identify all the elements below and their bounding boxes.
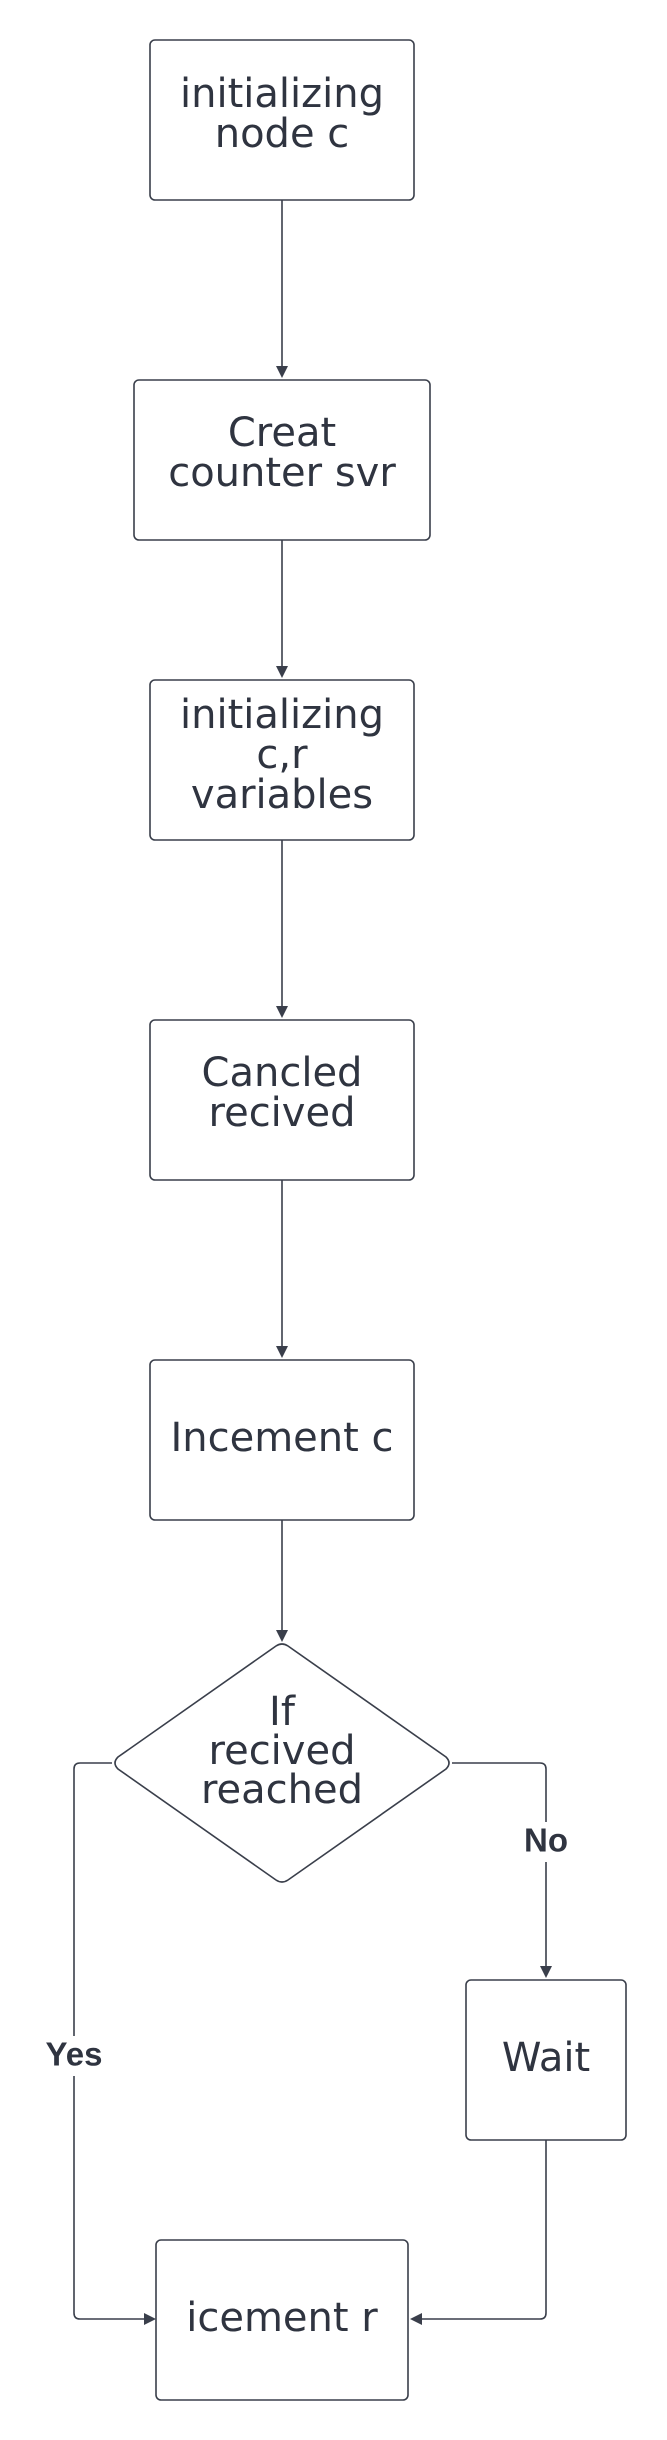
node-increment-c-line-1: Incement c — [170, 1415, 393, 1461]
arrowhead — [410, 2313, 422, 2325]
no-label-bg — [516, 1822, 576, 1862]
arrowhead — [276, 1630, 288, 1642]
node-create-server: Creat counter svr — [133, 379, 431, 541]
node-create-server-line-2: counter svr — [168, 450, 396, 496]
node-wait-line-1: Wait — [502, 2035, 590, 2081]
node-increment-c: Incement c — [149, 1359, 415, 1521]
node-create-server-line-1: Creat — [228, 410, 336, 456]
arrowhead — [540, 1966, 552, 1978]
node-decision: If recived reached — [114, 1643, 450, 1883]
node-increment-r: icement r — [155, 2239, 409, 2401]
node-decision-line-3: reached — [201, 1767, 363, 1813]
node-increment-c-box — [149, 1359, 415, 1521]
arrowhead — [276, 366, 288, 378]
node-cancel-received: Cancled recived — [149, 1019, 415, 1181]
arrowhead — [276, 1006, 288, 1018]
node-decision-line-1: If — [269, 1689, 296, 1735]
node-increment-r-line-1: icement r — [186, 2295, 378, 2341]
arrowhead — [276, 666, 288, 678]
node-increment-r-box — [155, 2239, 409, 2401]
node-cancel-received-box — [149, 1019, 415, 1181]
node-init-vars-line-2: c,r — [256, 732, 308, 778]
node-cancel-received-line-2: recived — [209, 1090, 356, 1136]
arrowhead — [276, 1346, 288, 1358]
no-label: No — [524, 1822, 568, 1859]
edge-wait-to-incrementr — [422, 2140, 547, 2320]
node-decision-line-2: recived — [209, 1728, 356, 1774]
node-init-line-2: node c — [215, 111, 350, 157]
node-init-vars-line-3: variables — [191, 772, 373, 818]
yes-label: Yes — [46, 2036, 103, 2073]
decision-diamond — [114, 1643, 450, 1883]
node-cancel-received-line-1: Cancled — [202, 1050, 363, 1096]
arrowhead — [144, 2313, 156, 2325]
node-wait: Wait — [465, 1979, 627, 2141]
node-init: initializing node c — [149, 39, 415, 201]
node-create-server-box — [133, 379, 431, 541]
node-init-box — [149, 39, 415, 201]
yes-label-bg — [36, 2036, 112, 2076]
edge-decision-to-wait — [452, 1762, 547, 1966]
node-wait-box — [465, 1979, 627, 2141]
edge-labels: No Yes — [36, 1822, 576, 2076]
node-init-line-1: initializing — [180, 71, 384, 117]
node-init-vars-box — [149, 679, 415, 841]
node-init-vars: initializing c,r variables — [149, 679, 415, 841]
node-init-vars-line-1: initializing — [180, 692, 384, 738]
